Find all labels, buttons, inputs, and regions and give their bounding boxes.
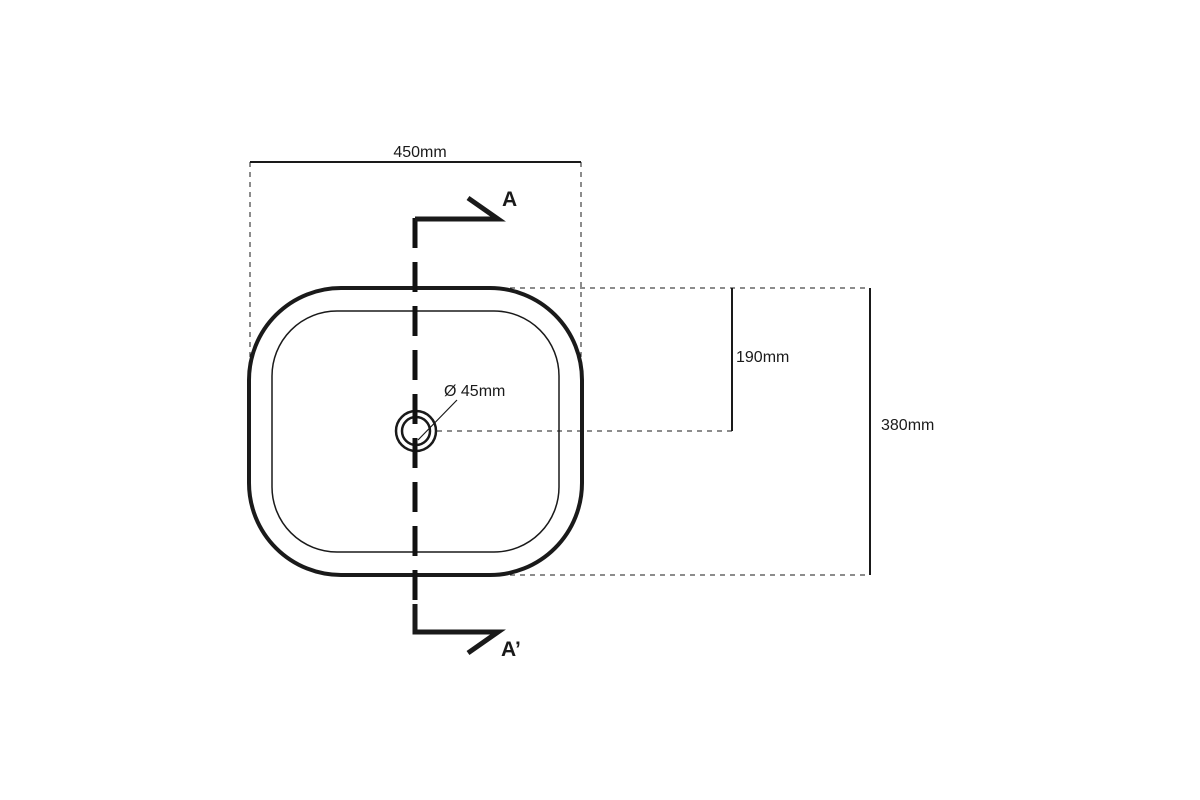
basin-inner-bowl — [271, 310, 560, 553]
width-dimension: 450mm — [249, 144, 582, 365]
section-label-start: A — [502, 188, 517, 211]
section-line: A A’ — [412, 188, 521, 661]
depth-dimension: 380mm — [500, 288, 934, 576]
half-depth-dimension: 190mm — [437, 287, 870, 432]
depth-dimension-label: 380mm — [881, 417, 934, 434]
section-arrow-bottom — [412, 604, 506, 656]
half-depth-label: 190mm — [736, 349, 789, 366]
drain: Ø 45mm — [394, 383, 505, 453]
section-label-end: A’ — [501, 638, 521, 661]
width-dimension-label: 450mm — [393, 144, 446, 161]
drain-diameter-label: Ø 45mm — [444, 383, 505, 400]
drain-leader-line — [417, 399, 458, 441]
section-arrow-top — [415, 195, 506, 222]
